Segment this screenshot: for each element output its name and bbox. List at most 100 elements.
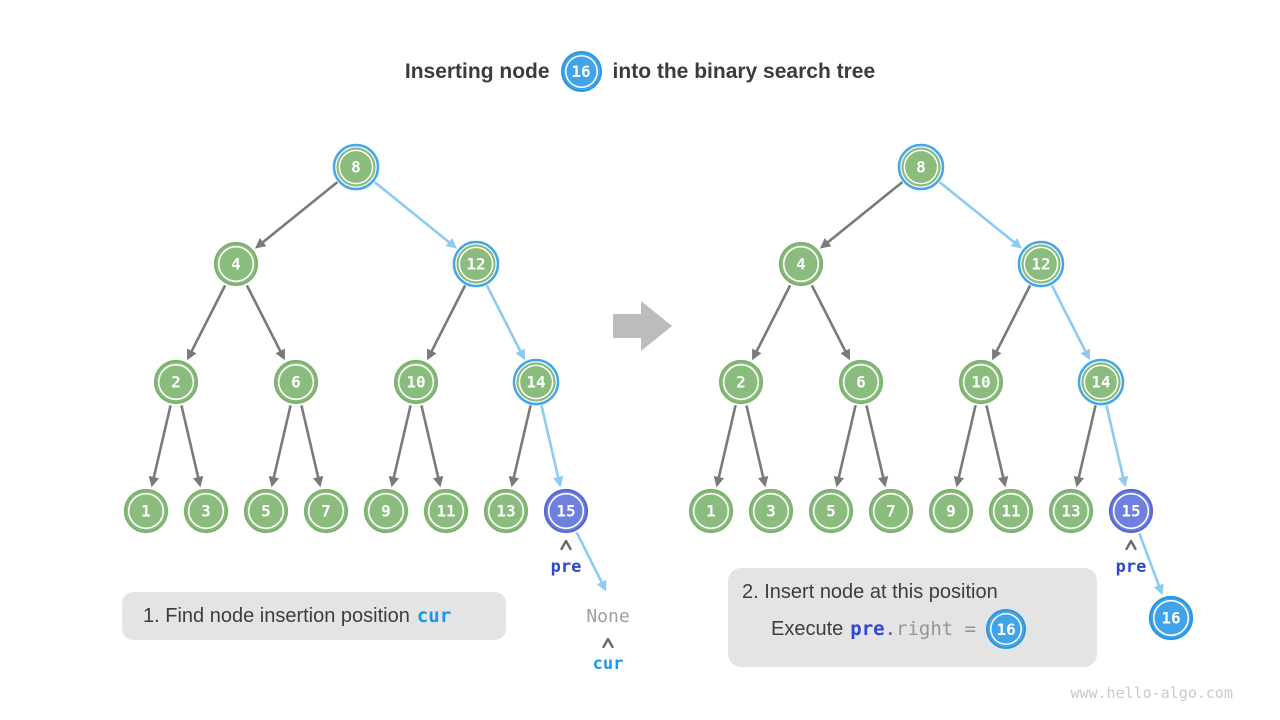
svg-text:1: 1 [706, 502, 716, 521]
tree-edge-R8-R12 [938, 181, 1023, 249]
watermark: www.hello-algo.com [1070, 684, 1233, 702]
title-node-16-label: 16 [571, 62, 591, 81]
tree-node-R7: 7 [868, 488, 914, 534]
tree-node-L3: 3 [183, 488, 229, 534]
tree-edge-L8-L12 [373, 181, 458, 249]
title-text-right: into the binary search tree [612, 59, 876, 83]
svg-text:4: 4 [796, 255, 806, 274]
tree-edge-L12-L14 [485, 284, 525, 361]
title-node-16: 16 [560, 51, 602, 92]
svg-text:14: 14 [526, 373, 545, 392]
tree-edge-R14-R13 [1073, 405, 1097, 488]
caption-step2-node-16: 16 [986, 609, 1027, 649]
svg-text:6: 6 [856, 373, 866, 392]
tree-node-L11: 11 [423, 488, 469, 534]
tree-edge-R14-R15 [1105, 405, 1129, 488]
title-text-left: Inserting node [404, 59, 550, 83]
caption-step1: 1. Find node insertion position cur [122, 592, 506, 640]
svg-text:13: 13 [496, 502, 515, 521]
tree-node-R2: 2 [718, 359, 764, 405]
tree-edge-R8-R4 [819, 181, 904, 249]
tree-node-L2: 2 [153, 359, 199, 405]
tree-node-R4: 4 [778, 241, 824, 287]
tree-edge-L2-L3 [180, 405, 204, 488]
caption-step2-prefix: Execute [771, 617, 844, 640]
tree-node-R3: 3 [748, 488, 794, 534]
tree-edge-L6-L5 [268, 405, 292, 488]
tree-edge-L10-L11 [420, 405, 444, 488]
caption-step1-cur-code: cur [416, 605, 452, 627]
tree-edge-L8-L4 [254, 181, 339, 249]
tree-node-R5: 5 [808, 488, 854, 534]
tree-edge-L6-L7 [300, 405, 324, 488]
tree-node-L14: 14 [512, 358, 560, 406]
tree-edge-R6-R5 [833, 405, 857, 488]
caption-step2-line1: 2. Insert node at this position [742, 581, 998, 603]
svg-text:3: 3 [201, 502, 211, 521]
tree-edge-R10-R9 [953, 405, 977, 488]
svg-text:10: 10 [406, 373, 425, 392]
svg-text:6: 6 [291, 373, 301, 392]
svg-text:15: 15 [556, 502, 575, 521]
tree-edge-L2-L1 [148, 405, 172, 488]
caret-up-icon [1125, 539, 1137, 551]
svg-text:12: 12 [1031, 255, 1050, 274]
tree-edge-L4-L6 [245, 284, 285, 361]
svg-text:8: 8 [351, 158, 361, 177]
caret-up-icon [602, 637, 614, 649]
svg-text:13: 13 [1061, 502, 1080, 521]
pre-label: pre [551, 557, 582, 577]
caption-step2-node-16-label: 16 [996, 619, 1016, 639]
tree-edge-L4-L2 [187, 284, 227, 361]
tree-node-R13: 13 [1048, 488, 1094, 534]
tree-edge-L14-L15 [540, 405, 564, 488]
tree-edge-R6-R7 [865, 405, 889, 488]
caption-step1-text: 1. Find node insertion position [143, 604, 410, 627]
tree-edge-R2-R1 [713, 405, 737, 488]
tree-edge-R4-R6 [810, 284, 850, 361]
tree-node-R14: 14 [1077, 358, 1125, 406]
svg-text:9: 9 [381, 502, 391, 521]
tree-edge-L15-none [575, 531, 607, 592]
tree-edge-R10-R11 [985, 405, 1009, 488]
cur-label: cur [593, 654, 624, 674]
svg-text:4: 4 [231, 255, 241, 274]
tree-node-R11: 11 [988, 488, 1034, 534]
svg-text:1: 1 [141, 502, 151, 521]
tree-node-L13: 13 [483, 488, 529, 534]
svg-text:7: 7 [321, 502, 331, 521]
svg-text:5: 5 [826, 502, 836, 521]
tree-node-R1: 1 [688, 488, 734, 534]
tree-node-R10: 10 [958, 359, 1004, 405]
caption-step2-pre-code: pre [850, 618, 885, 640]
tree-node-L6: 6 [273, 359, 319, 405]
caption-step2-right-code: right = [896, 618, 977, 640]
tree-edge-R15-R16 [1138, 533, 1164, 596]
tree-node-R8: 8 [897, 143, 945, 191]
tree-node-R16: 16 [1148, 595, 1194, 641]
tree-edge-R12-R10 [992, 284, 1032, 361]
svg-text:12: 12 [466, 255, 485, 274]
svg-text:5: 5 [261, 502, 271, 521]
tree-edge-L12-L10 [427, 284, 467, 361]
caption-step2: 2. Insert node at this position Execute … [728, 568, 1097, 667]
caret-up-icon [560, 539, 572, 551]
tree-node-L15: 15 [543, 488, 589, 534]
svg-text:15: 15 [1121, 502, 1140, 521]
tree-edge-L14-L13 [508, 405, 532, 488]
svg-text:3: 3 [766, 502, 776, 521]
transition-arrow-icon [613, 301, 672, 351]
svg-text:11: 11 [1001, 502, 1020, 521]
tree-edge-L10-L9 [388, 405, 412, 488]
pre-label: pre [1116, 557, 1147, 577]
svg-text:10: 10 [971, 373, 990, 392]
tree-node-R9: 9 [928, 488, 974, 534]
svg-text:16: 16 [1161, 609, 1180, 628]
tree-node-R6: 6 [838, 359, 884, 405]
svg-text:2: 2 [171, 373, 181, 392]
svg-text:7: 7 [886, 502, 896, 521]
caption-step2-line2: Execute pre . right = 16 [771, 609, 1097, 649]
tree-node-L12: 12 [452, 240, 500, 288]
tree-edge-R12-R14 [1050, 284, 1090, 361]
